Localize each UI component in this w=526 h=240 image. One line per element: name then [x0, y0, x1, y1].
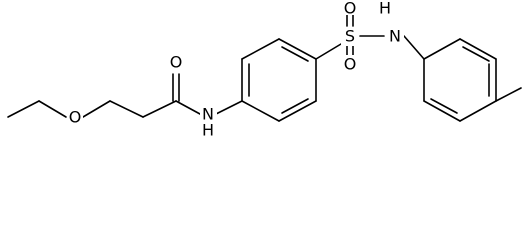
ether-oxygen-label-background	[67, 108, 83, 127]
bond-o-ch2	[82, 100, 111, 118]
carbonyl-oxygen-label-background	[168, 53, 184, 72]
bond-ch2-ch2	[109, 100, 144, 118]
sulfonyl-oxygen-top-label-background	[342, 0, 358, 15]
bond-nh-ring	[215, 100, 243, 115]
amide-hydrogen-label-background	[200, 121, 217, 140]
bond-ring-sulfur	[315, 43, 342, 60]
bond-ethyl-ch2-o	[38, 100, 67, 118]
bond-ethyl-ch3-ch2	[7, 100, 40, 118]
ring1-bond-5	[278, 100, 317, 122]
sulfonyl-oxygen-top-label: O	[344, 0, 357, 18]
ring1-bond-2	[241, 38, 280, 60]
ring1-bond-3	[278, 38, 317, 60]
ring2-bond-4	[459, 100, 497, 122]
ether-oxygen-label: O	[69, 108, 82, 127]
sulfur-label: S	[345, 27, 355, 46]
amide-nitrogen-label-background	[200, 105, 217, 124]
sulfonamide-hydrogen-label: H	[379, 0, 391, 18]
ring2-inner-double-bottom	[430, 98, 458, 114]
atom-labels: O O N H S O O H N	[67, 0, 404, 140]
ring2-bond-1	[423, 38, 461, 60]
sulfonamide-nitrogen-label-background	[386, 27, 404, 46]
sulfur-label-background	[341, 27, 358, 46]
bond-nh-tolyl-ring	[403, 35, 425, 60]
ring1-inner-double-bottom	[281, 98, 309, 114]
ring2-inner-double-top	[462, 46, 490, 62]
amide-hydrogen-label: H	[202, 121, 214, 140]
bond-ring-methyl	[495, 87, 522, 102]
bond-carbonyl-nh	[175, 100, 201, 115]
chemical-structure-diagram: O O N H S O O H N	[7, 0, 522, 140]
ring1-inner-double-top	[281, 46, 309, 62]
carbonyl-oxygen-label: O	[170, 53, 183, 72]
ring2-bond-5	[423, 100, 461, 122]
sulfonamide-nitrogen-label: N	[389, 27, 401, 46]
bond-ch2-carbonyl	[142, 100, 177, 118]
amide-nitrogen-label: N	[202, 105, 214, 124]
bond-lines	[7, 12, 522, 122]
sulfonyl-oxygen-bottom-label: O	[344, 55, 357, 74]
sulfonyl-oxygen-bottom-label-background	[342, 55, 358, 74]
sulfonamide-hydrogen-label-background	[377, 0, 392, 15]
ring1-bond-6	[241, 100, 280, 122]
ring2-bond-2	[459, 38, 497, 60]
